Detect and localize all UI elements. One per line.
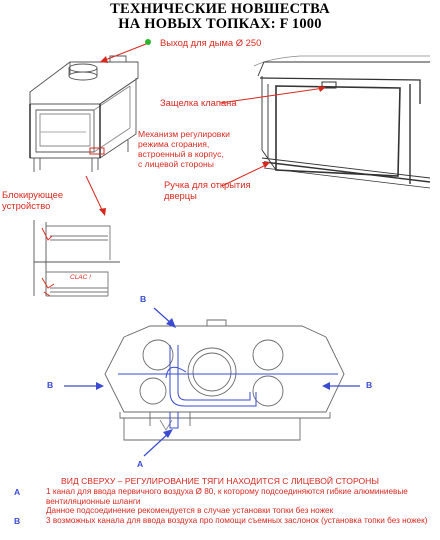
combustion-mechanism-line-1: Механизм регулировки bbox=[138, 129, 230, 139]
smoke-outlet-label: Выход для дыма Ø 250 bbox=[160, 37, 262, 48]
combustion-mechanism-label: Механизм регулировки режима сгорания, вс… bbox=[138, 129, 230, 169]
title-line-2: НА НОВЫХ ТОПКАХ: F 1000 bbox=[118, 16, 322, 32]
handle-arrowhead bbox=[262, 162, 270, 168]
valve-latch-label: Защелка клапана bbox=[160, 97, 237, 108]
lock-detail-mark-2 bbox=[41, 277, 55, 297]
locking-device-line-2: устройство bbox=[2, 200, 51, 211]
fireplace-iso-drawing bbox=[29, 55, 139, 172]
locking-device-label: Блокирующее устройство bbox=[2, 189, 63, 211]
lock-detail-mark-1 bbox=[41, 227, 53, 241]
legend-a-text-1: 1 канал для ввода первичного воздуха Ø 8… bbox=[46, 487, 408, 506]
legend-row-b: B 3 возможных канала для ввода воздуха п… bbox=[12, 516, 438, 526]
smoke-outlet-arrow bbox=[99, 43, 147, 63]
b-left-arrowhead bbox=[96, 382, 104, 390]
title-line-1: ТЕХНИЧЕСКИЕ НОВШЕСТВА bbox=[110, 1, 330, 17]
combustion-mechanism-line-4: с лицевой стороны bbox=[138, 159, 214, 169]
lock-detail-drawing bbox=[33, 220, 120, 297]
top-view-drawing bbox=[104, 319, 345, 441]
lock-arrow bbox=[85, 175, 105, 215]
combustion-mechanism-line-2: режима сгорания, bbox=[138, 139, 210, 149]
legend-row-a: A 1 канал для ввода первичного воздуха Ø… bbox=[12, 487, 438, 516]
handle-arrow bbox=[221, 163, 269, 187]
door-handle-line-1: Ручка для открытия bbox=[164, 179, 251, 190]
a-arrowhead bbox=[163, 429, 173, 438]
b-right-arrowhead bbox=[322, 382, 330, 390]
smoke-outlet-dot bbox=[145, 39, 151, 45]
legend: A 1 канал для ввода первичного воздуха Ø… bbox=[12, 487, 438, 526]
latch-arrowhead bbox=[318, 86, 326, 92]
locking-device-line-1: Блокирующее bbox=[2, 189, 64, 200]
legend-a-key: A bbox=[14, 487, 21, 497]
marker-b-right: B bbox=[366, 380, 373, 390]
a-arrow bbox=[143, 431, 171, 457]
latch-arrow bbox=[219, 87, 325, 104]
legend-a-text-2: Данное подсоединение рекомендуется в слу… bbox=[46, 506, 334, 516]
door-detail-drawing bbox=[253, 55, 431, 189]
marker-a: A bbox=[137, 459, 144, 469]
lock-arrowhead bbox=[99, 208, 106, 216]
door-handle-line-2: дверцы bbox=[164, 190, 197, 201]
top-view-air-paths bbox=[118, 345, 338, 429]
legend-b-text: 3 возможных канала для ввода воздуха про… bbox=[46, 515, 428, 525]
b-top-arrowhead bbox=[166, 318, 176, 328]
door-handle-label: Ручка для открытия дверцы bbox=[164, 179, 251, 201]
smoke-outlet-arrowhead bbox=[100, 56, 108, 63]
legend-b-key: B bbox=[14, 515, 21, 526]
marker-b-top: B bbox=[140, 294, 147, 304]
clac-label: CLAC ! bbox=[70, 274, 91, 281]
top-view-caption: ВИД СВЕРХУ – РЕГУЛИРОВАНИЕ ТЯГИ НАХОДИТС… bbox=[60, 476, 379, 486]
mechanism-highlight bbox=[89, 147, 105, 155]
combustion-mechanism-line-3: встроенный в корпус, bbox=[138, 149, 224, 159]
marker-b-left: B bbox=[47, 380, 54, 390]
